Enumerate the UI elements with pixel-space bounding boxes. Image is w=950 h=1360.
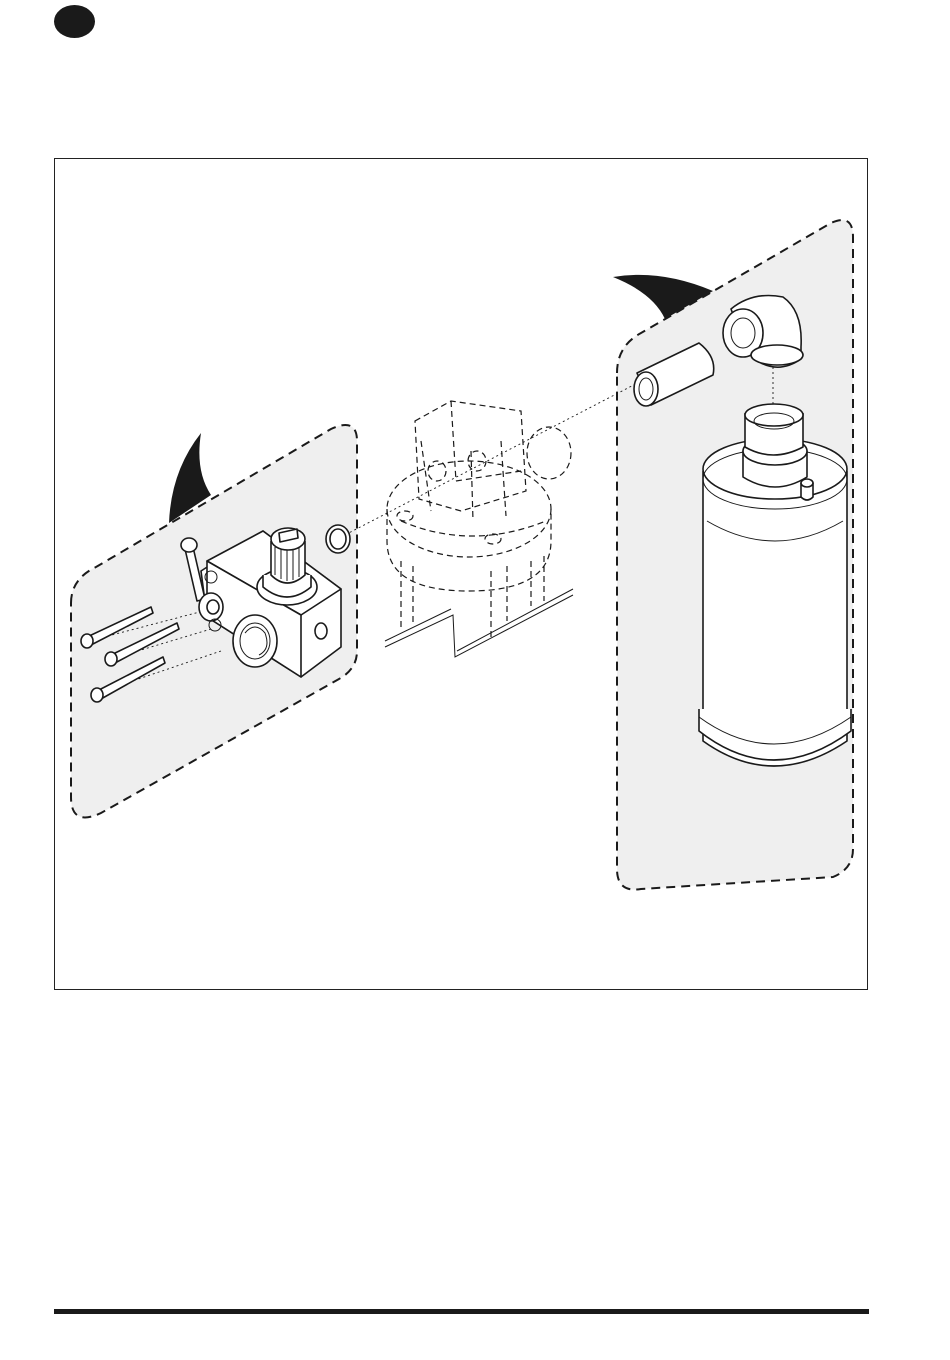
o-ring xyxy=(326,525,350,553)
filter-canister xyxy=(699,404,851,766)
step-marker-icon xyxy=(54,5,95,38)
figure-frame: .ln { stroke:#1a1a1a; stroke-width:1.6; … xyxy=(54,158,868,990)
footer-rule xyxy=(54,1309,869,1314)
assembly-illustration: .ln { stroke:#1a1a1a; stroke-width:1.6; … xyxy=(55,159,869,991)
